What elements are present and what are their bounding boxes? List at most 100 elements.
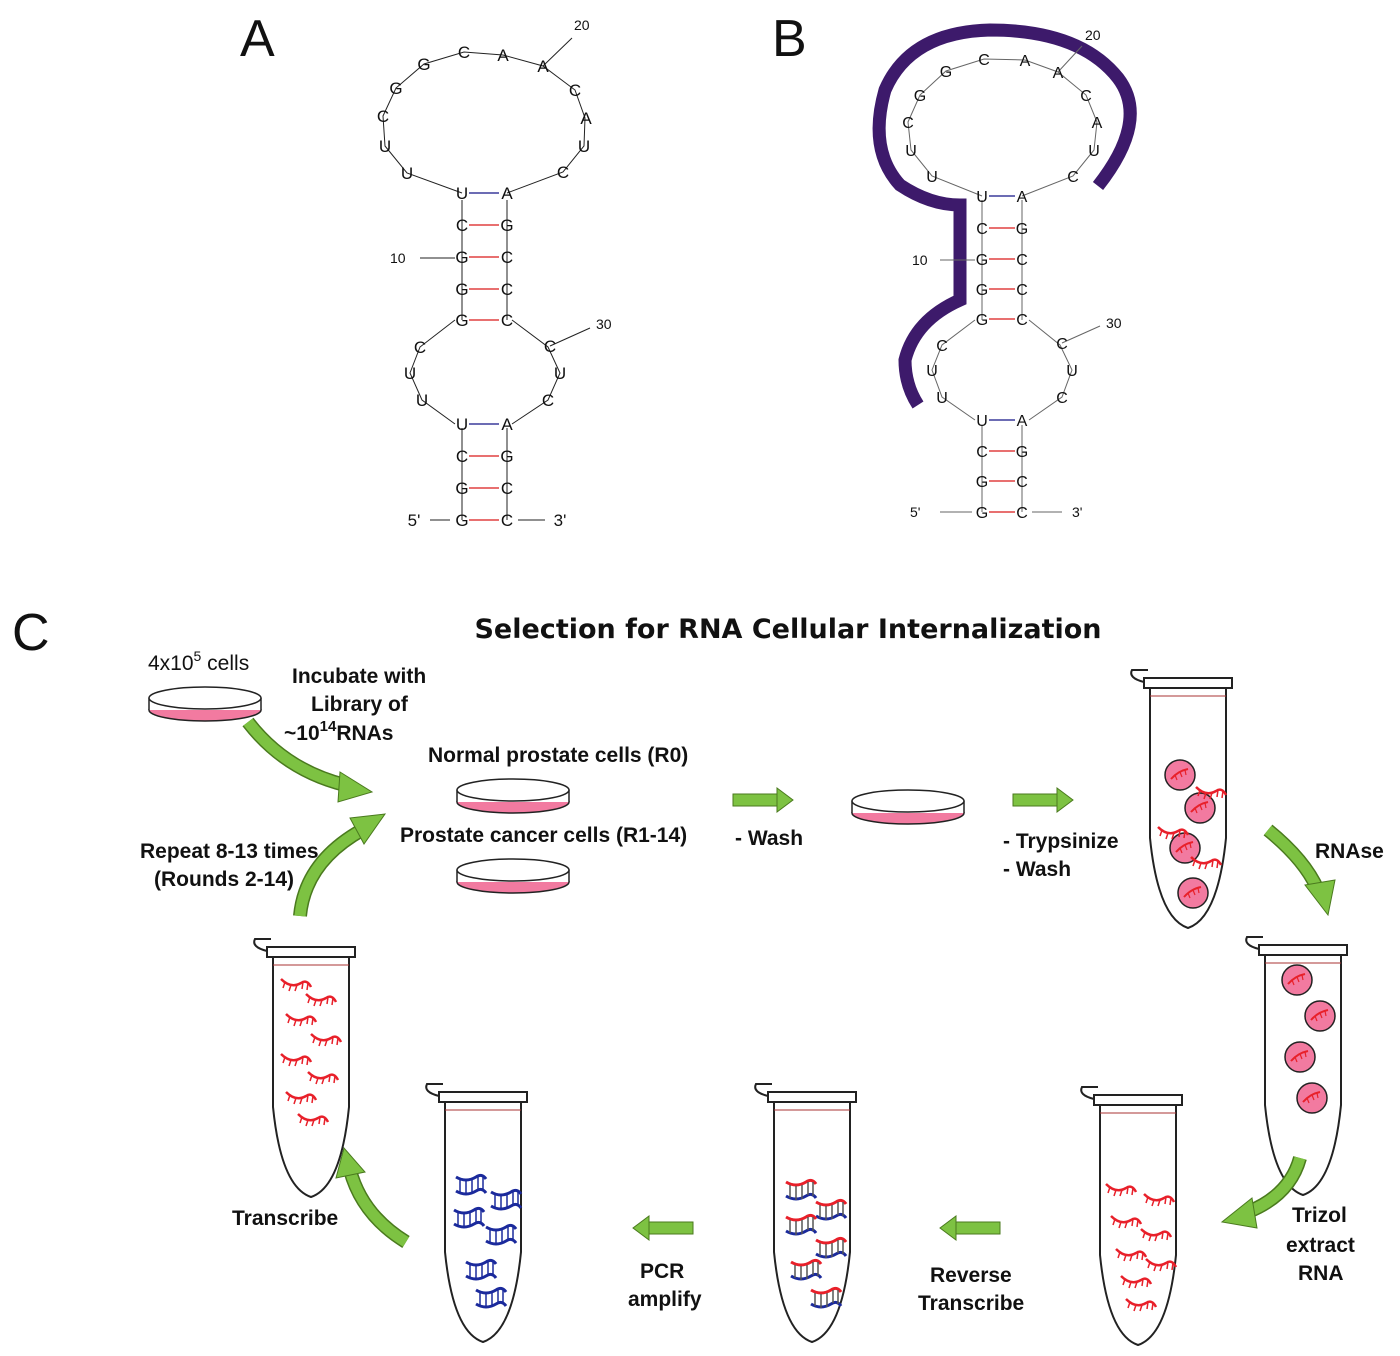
trizol-line1: Trizol bbox=[1292, 1204, 1347, 1227]
svg-text:U: U bbox=[578, 137, 590, 156]
reverse-line2: Transcribe bbox=[918, 1292, 1024, 1315]
panel-b-backbone bbox=[907, 45, 1101, 513]
svg-text:C: C bbox=[1080, 88, 1092, 105]
panel-a-five-prime: 5' bbox=[408, 511, 421, 530]
trizol-line3: RNA bbox=[1298, 1262, 1344, 1285]
tube-rnase-treated bbox=[1245, 936, 1348, 1196]
tube-extracted-rna bbox=[1080, 1086, 1183, 1346]
svg-text:A: A bbox=[1020, 53, 1031, 70]
svg-text:G: G bbox=[455, 248, 468, 267]
svg-text:C: C bbox=[456, 447, 468, 466]
svg-text:C: C bbox=[458, 43, 470, 62]
normal-cells-label: Normal prostate cells (R0) bbox=[428, 744, 688, 767]
svg-text:C: C bbox=[501, 280, 513, 299]
svg-text:C: C bbox=[569, 81, 581, 100]
panel-c: C Selection for RNA Cellular Internaliza… bbox=[12, 604, 1384, 1346]
svg-text:G: G bbox=[1016, 444, 1028, 461]
tube-trypsinized-cells bbox=[1130, 669, 1233, 929]
panel-b-position-10: 10 bbox=[912, 252, 928, 268]
svg-text:G: G bbox=[455, 479, 468, 498]
svg-text:G: G bbox=[976, 474, 988, 491]
tube-cdna-hybrids bbox=[754, 1083, 857, 1343]
reverse-line1: Reverse bbox=[930, 1264, 1012, 1287]
panel-a-position-10: 10 bbox=[390, 250, 406, 266]
washed-dish bbox=[851, 789, 965, 825]
svg-text:U: U bbox=[404, 364, 416, 383]
reverse-transcribe-arrow bbox=[939, 1215, 1001, 1241]
tube-transcribed-rna bbox=[253, 938, 356, 1198]
svg-text:C: C bbox=[1016, 474, 1028, 491]
svg-text:C: C bbox=[936, 338, 948, 355]
svg-text:A: A bbox=[501, 184, 513, 203]
svg-text:C: C bbox=[1056, 336, 1068, 353]
svg-text:C: C bbox=[1056, 390, 1068, 407]
panel-a-three-prime: 3' bbox=[554, 511, 567, 530]
svg-text:C: C bbox=[501, 511, 513, 530]
svg-text:G: G bbox=[976, 312, 988, 329]
panel-b-label: B bbox=[772, 10, 807, 68]
svg-text:C: C bbox=[414, 338, 426, 357]
svg-text:A: A bbox=[1053, 65, 1064, 82]
svg-text:U: U bbox=[926, 363, 938, 380]
svg-text:A: A bbox=[1092, 115, 1103, 132]
svg-text:U: U bbox=[905, 143, 917, 160]
cancer-cells-dish bbox=[456, 858, 570, 894]
panel-a-position-30: 30 bbox=[596, 316, 612, 332]
pcr-arrow bbox=[632, 1215, 694, 1241]
svg-text:G: G bbox=[500, 216, 513, 235]
svg-text:A: A bbox=[1017, 413, 1028, 430]
panel-b-position-20: 20 bbox=[1085, 27, 1101, 43]
svg-text:C: C bbox=[978, 52, 990, 69]
svg-text:A: A bbox=[537, 57, 549, 76]
panel-b-highlight-band bbox=[872, 23, 1137, 409]
wash-arrow bbox=[732, 787, 794, 813]
svg-text:C: C bbox=[542, 391, 554, 410]
svg-text:U: U bbox=[554, 364, 566, 383]
svg-text:G: G bbox=[1016, 221, 1028, 238]
panel-a-base-pairs bbox=[469, 192, 499, 521]
trizol-line2: extract bbox=[1286, 1234, 1355, 1257]
svg-text:C: C bbox=[501, 311, 513, 330]
svg-text:U: U bbox=[976, 189, 988, 206]
svg-text:C: C bbox=[1016, 252, 1028, 269]
svg-text:C: C bbox=[1016, 282, 1028, 299]
panel-a: A bbox=[240, 10, 612, 530]
svg-text:A: A bbox=[501, 415, 513, 434]
svg-text:C: C bbox=[976, 221, 988, 238]
svg-text:U: U bbox=[416, 391, 428, 410]
wash2-label: - Wash bbox=[1003, 858, 1071, 881]
trypsinize-label: - Trypsinize bbox=[1003, 830, 1119, 853]
start-cells-label: 4x105 cells bbox=[148, 648, 249, 675]
svg-text:G: G bbox=[455, 511, 468, 530]
svg-text:G: G bbox=[389, 79, 402, 98]
transcribe-label: Transcribe bbox=[232, 1207, 338, 1230]
svg-text:U: U bbox=[976, 413, 988, 430]
svg-text:C: C bbox=[1016, 312, 1028, 329]
svg-text:U: U bbox=[401, 164, 413, 183]
flow-title: Selection for RNA Cellular Internalizati… bbox=[474, 614, 1101, 645]
svg-text:A: A bbox=[1017, 189, 1028, 206]
svg-text:C: C bbox=[501, 479, 513, 498]
svg-text:C: C bbox=[902, 115, 914, 132]
svg-text:U: U bbox=[936, 390, 948, 407]
tube-amplified-dna bbox=[425, 1083, 528, 1343]
svg-text:C: C bbox=[557, 163, 569, 182]
panel-a-label: A bbox=[240, 10, 275, 68]
svg-text:U: U bbox=[1088, 143, 1100, 160]
svg-text:A: A bbox=[497, 46, 509, 65]
repeat-line2: (Rounds 2-14) bbox=[154, 868, 294, 891]
svg-text:C: C bbox=[544, 337, 556, 356]
panel-c-label: C bbox=[12, 604, 50, 662]
svg-text:U: U bbox=[1066, 363, 1078, 380]
svg-text:G: G bbox=[976, 282, 988, 299]
panel-b-position-30: 30 bbox=[1106, 315, 1122, 331]
incubate-line2: Library of bbox=[311, 693, 409, 716]
cancer-cells-label: Prostate cancer cells (R1-14) bbox=[400, 824, 687, 847]
svg-text:C: C bbox=[501, 248, 513, 267]
svg-text:G: G bbox=[976, 252, 988, 269]
rnase-label: RNAse bbox=[1315, 840, 1384, 863]
svg-text:G: G bbox=[455, 280, 468, 299]
svg-text:C: C bbox=[976, 444, 988, 461]
